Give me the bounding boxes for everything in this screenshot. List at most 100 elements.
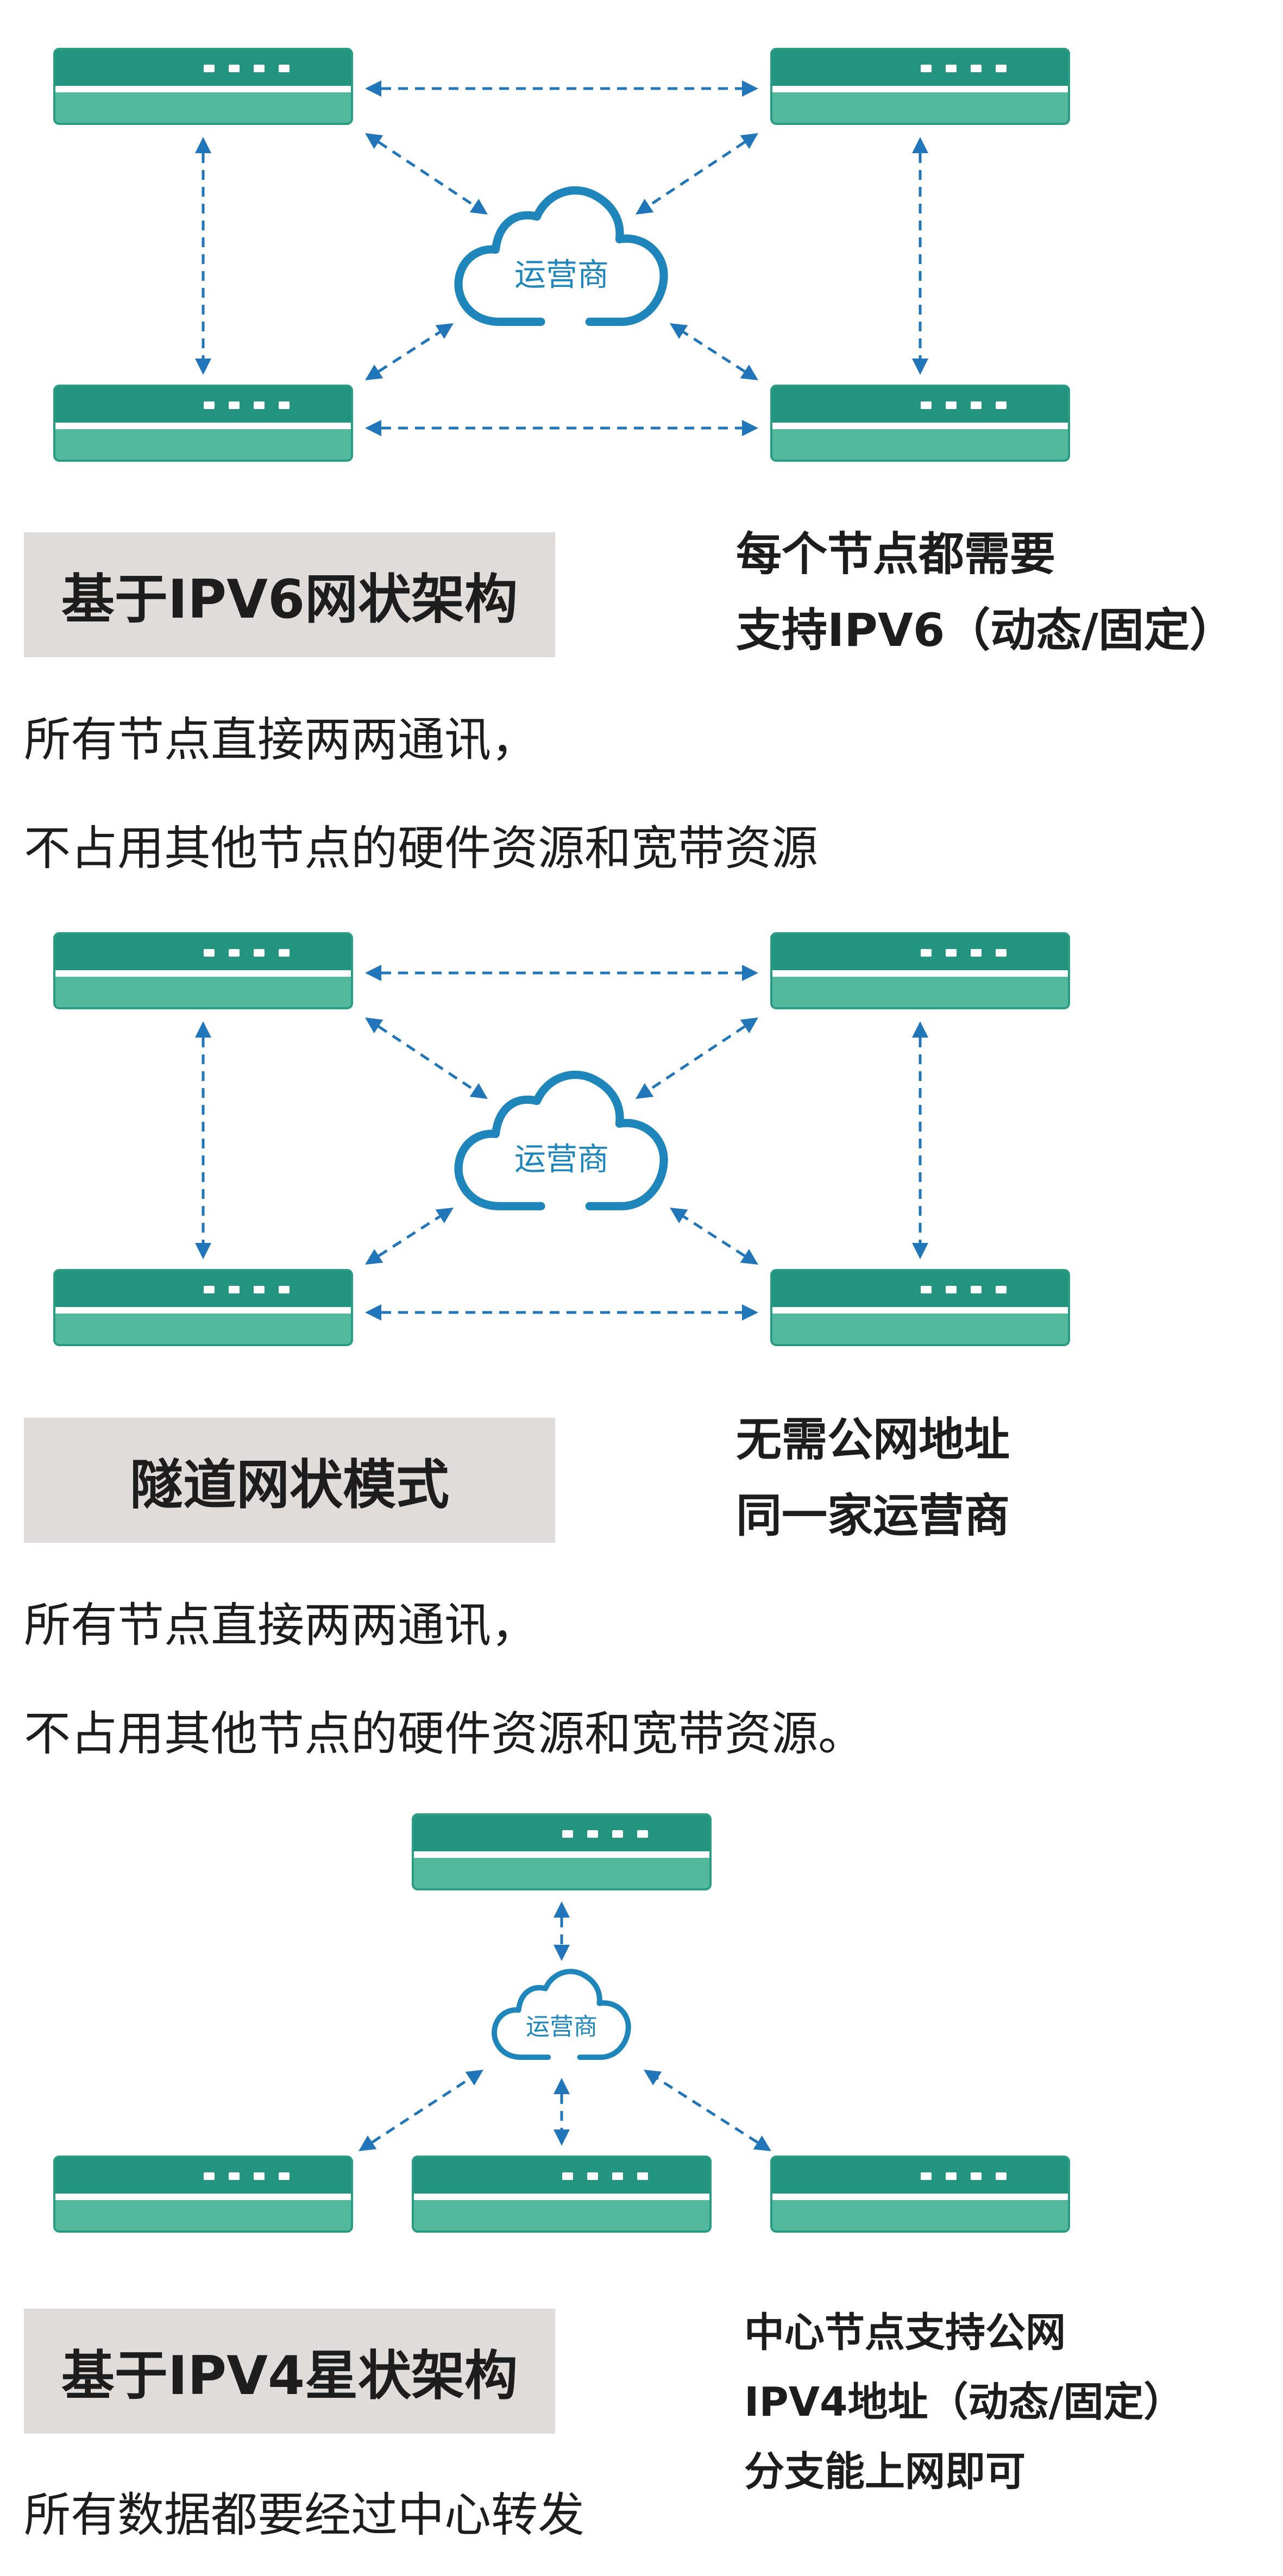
indicator-light — [204, 401, 215, 409]
indicator-light — [996, 65, 1007, 72]
cloud-label: 运营商 — [514, 256, 609, 293]
indicator-light — [204, 2172, 215, 2180]
indicator-light — [279, 401, 290, 409]
note-line: 每个节点都需要 — [736, 527, 1056, 581]
router-device-icon — [53, 48, 353, 125]
section-tag: 基于IPV6网状架构 — [24, 532, 555, 657]
cloud-icon: 运营商 — [492, 1969, 631, 2060]
indicator-light — [204, 65, 215, 72]
description: 所有节点直接两两通讯， 不占用其他节点的硬件资源和宽带资源。 — [24, 1571, 865, 1788]
bidirectional-arrow-icon — [912, 137, 928, 375]
bidirectional-arrow-icon — [636, 133, 758, 215]
cloud-label: 运营商 — [514, 1140, 609, 1177]
bidirectional-arrow-icon — [554, 2078, 570, 2146]
router-device-icon — [770, 48, 1070, 125]
bidirectional-arrow-icon — [365, 1017, 488, 1099]
section-tag: 基于IPV4星状架构 — [24, 2309, 555, 2434]
indicator-light — [921, 401, 932, 409]
bidirectional-arrow-icon — [365, 1208, 454, 1265]
cloud-label: 运营商 — [526, 2013, 598, 2040]
indicator-light — [637, 1830, 648, 1838]
mesh-network: 运营商 — [53, 48, 1070, 462]
bidirectional-arrow-icon — [644, 2070, 771, 2151]
indicator-light — [996, 401, 1007, 409]
router-device-icon — [770, 1269, 1070, 1346]
router-device-icon — [53, 385, 353, 462]
indicator-light — [562, 1830, 573, 1838]
indicator-light — [971, 2172, 982, 2180]
description-line: 所有节点直接两两通讯， — [24, 713, 538, 767]
indicator-light — [971, 401, 982, 409]
indicator-light — [612, 1830, 623, 1838]
cloud-icon: 运营商 — [454, 1070, 668, 1211]
indicator-light — [229, 401, 240, 409]
mesh-diagram: 运营商 — [53, 48, 1070, 462]
indicator-light — [229, 2172, 240, 2180]
indicator-light — [996, 2172, 1007, 2180]
indicator-light — [254, 2172, 265, 2180]
section-ipv6-mesh: 运营商 基于IPV6网状架构 每个节点都需要 支持IPV6（动态/固定） 所有节… — [0, 0, 1283, 876]
bidirectional-arrow-icon — [365, 420, 758, 436]
indicator-light — [562, 2172, 573, 2180]
router-device-icon — [770, 385, 1070, 462]
indicator-light — [254, 65, 265, 72]
description-line: 不占用其他节点的硬件资源和宽带资源 — [24, 821, 818, 876]
bidirectional-arrow-icon — [912, 1021, 928, 1259]
indicator-light — [971, 65, 982, 72]
bidirectional-arrow-icon — [359, 2070, 483, 2151]
indicator-light — [971, 949, 982, 957]
note-line: 中心节点支持公网 — [744, 2309, 1066, 2356]
section-ipv4-star: 运营商 基于IPV4星状架构 中心节点支持公网 IPV4地址（动态/固定） 分支… — [0, 1782, 1283, 2576]
bidirectional-arrow-icon — [365, 323, 454, 380]
indicator-light — [637, 2172, 648, 2180]
indicator-light — [279, 1286, 290, 1293]
router-device-icon — [770, 932, 1070, 1009]
cloud-icon: 运营商 — [454, 186, 668, 326]
indicator-light — [996, 949, 1007, 957]
indicator-light — [204, 949, 215, 957]
indicator-light — [996, 1286, 1007, 1293]
star-diagram: 运营商 — [53, 1813, 1070, 2233]
bidirectional-arrow-icon — [554, 1901, 570, 1961]
description-line: 所有数据都要经过中心转发 — [24, 2488, 584, 2542]
bidirectional-arrow-icon — [636, 1017, 758, 1099]
requirement-note: 无需公网地址 同一家运营商 — [736, 1402, 1010, 1554]
indicator-light — [279, 2172, 290, 2180]
bidirectional-arrow-icon — [365, 1304, 758, 1321]
indicator-light — [921, 949, 932, 957]
indicator-light — [612, 2172, 623, 2180]
mesh-network: 运营商 — [53, 932, 1070, 1346]
indicator-light — [946, 65, 957, 72]
bidirectional-arrow-icon — [670, 323, 758, 380]
note-line: 分支能上网即可 — [744, 2448, 1026, 2495]
note-line: IPV4地址（动态/固定） — [744, 2379, 1184, 2426]
router-device-icon — [53, 932, 353, 1009]
mesh-diagram: 运营商 — [53, 932, 1070, 1346]
router-device-icon — [412, 1813, 712, 1890]
bidirectional-arrow-icon — [365, 80, 758, 97]
indicator-light — [946, 949, 957, 957]
indicator-light — [254, 1286, 265, 1293]
indicator-light — [229, 949, 240, 957]
description: 所有节点直接两两通讯， 不占用其他节点的硬件资源和宽带资源 — [24, 686, 818, 903]
indicator-light — [254, 401, 265, 409]
indicator-light — [279, 949, 290, 957]
indicator-light — [229, 65, 240, 72]
router-device-icon — [53, 1269, 353, 1346]
bidirectional-arrow-icon — [365, 965, 758, 981]
note-line: 无需公网地址 — [736, 1413, 1010, 1466]
indicator-light — [971, 1286, 982, 1293]
indicator-light — [946, 1286, 957, 1293]
indicator-light — [921, 1286, 932, 1293]
note-line: 同一家运营商 — [736, 1489, 1010, 1542]
section-tunnel-mesh: 运营商 隧道网状模式 无需公网地址 同一家运营商 所有节点直接两两通讯， 不占用… — [0, 884, 1283, 1761]
description-line: 不占用其他节点的硬件资源和宽带资源。 — [24, 1707, 865, 1761]
indicator-light — [946, 2172, 957, 2180]
indicator-light — [279, 65, 290, 72]
router-device-icon — [412, 2156, 712, 2233]
bidirectional-arrow-icon — [195, 1021, 211, 1259]
indicator-light — [587, 2172, 598, 2180]
indicator-light — [946, 401, 957, 409]
note-line: 支持IPV6（动态/固定） — [736, 604, 1235, 657]
description-line: 所有节点直接两两通讯， — [24, 1598, 538, 1653]
